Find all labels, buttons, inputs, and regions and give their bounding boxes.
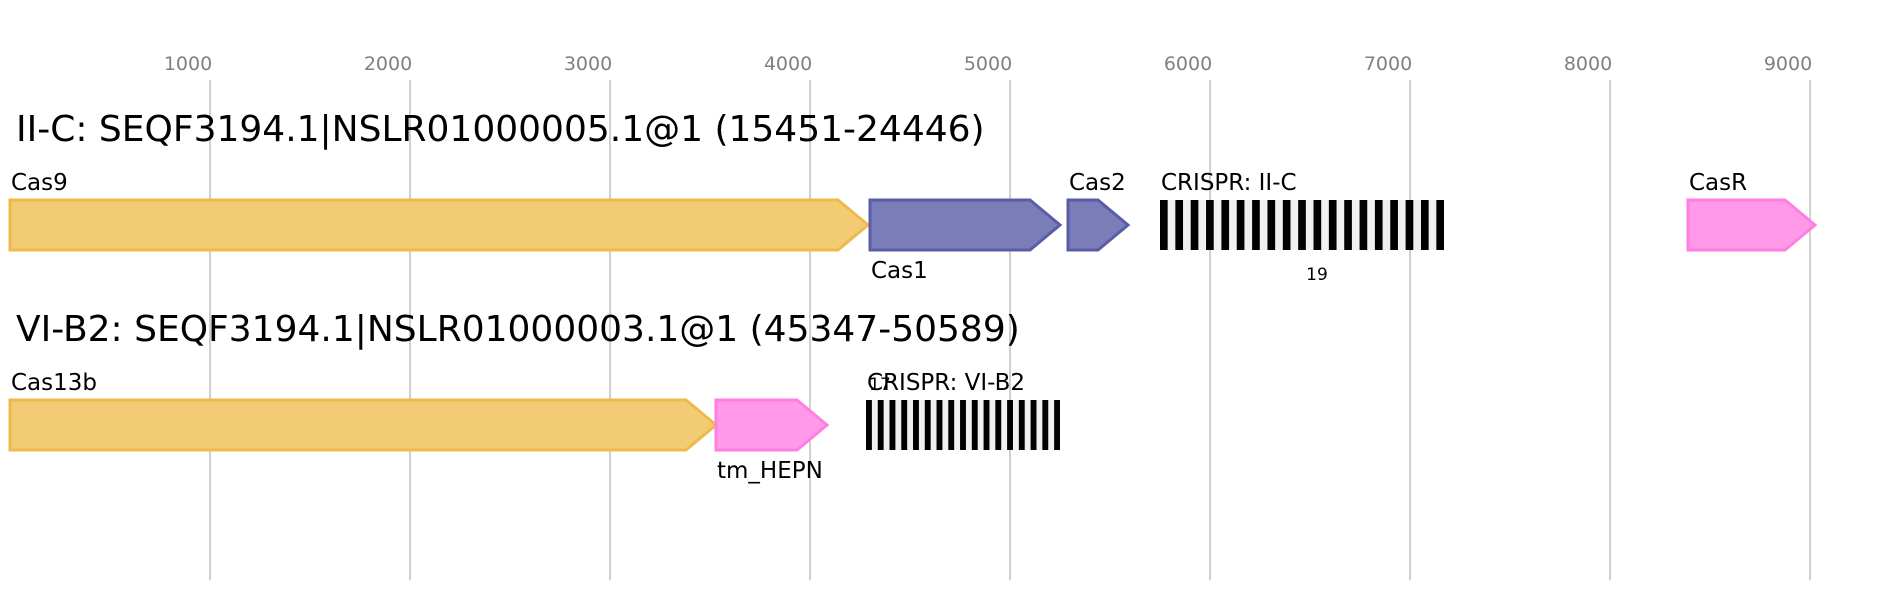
- crispr-repeat: [877, 400, 884, 450]
- crispr-repeat: [1221, 200, 1230, 250]
- crispr-repeat: [889, 400, 896, 450]
- gene-casr: CasR: [1686, 170, 1818, 252]
- crispr-repeat: [866, 400, 872, 450]
- gene-arrow: [868, 198, 1063, 252]
- crispr-repeat: [1390, 200, 1398, 250]
- crispr-repeat: [960, 400, 966, 450]
- gene-arrow: [1066, 198, 1131, 252]
- crispr-repeat: [948, 400, 955, 450]
- crispr-repeat: [1313, 200, 1322, 250]
- gene-arrow: [8, 198, 871, 252]
- crispr-repeat: [1328, 200, 1337, 250]
- feature-label: Cas2: [1069, 170, 1126, 196]
- crispr-repeat: [924, 400, 931, 450]
- crispr-repeat: [901, 400, 908, 450]
- tick-label: 8000: [1564, 53, 1612, 75]
- feature-label: Cas9: [11, 170, 68, 196]
- locus-row-vi-b2: VI-B2: SEQF3194.1|NSLR01000003.1@1 (4534…: [8, 309, 1060, 484]
- crispr-repeat: [913, 400, 919, 450]
- locus-title: VI-B2: SEQF3194.1|NSLR01000003.1@1 (4534…: [16, 309, 1020, 350]
- feature-label: CRISPR: VI-B2: [867, 370, 1025, 396]
- gene-tm-hepn: tm_HEPN: [714, 398, 830, 484]
- crispr-repeat: [1206, 200, 1214, 250]
- crispr-repeat: [1042, 400, 1049, 450]
- tick-label: 1000: [164, 53, 212, 75]
- feature-label: CRISPR: II-C: [1161, 170, 1297, 196]
- locus-row-ii-c: II-C: SEQF3194.1|NSLR01000005.1@1 (15451…: [8, 109, 1818, 285]
- crispr-repeat: [1374, 200, 1383, 250]
- tick-label: 2000: [364, 53, 412, 75]
- gene-cas13b: Cas13b: [8, 370, 719, 452]
- crispr-repeat: [1175, 200, 1184, 250]
- locus-title: II-C: SEQF3194.1|NSLR01000005.1@1 (15451…: [16, 109, 985, 150]
- gene-arrow: [1686, 198, 1818, 252]
- crispr-repeat: [1160, 200, 1168, 250]
- gene-cas1: Cas1: [868, 198, 1063, 284]
- feature-label: tm_HEPN: [717, 458, 823, 484]
- crispr-repeat: [936, 400, 943, 450]
- crispr-repeat: [971, 400, 978, 450]
- crispr-repeat: [1030, 400, 1037, 450]
- crispr-repeat: [1420, 200, 1429, 250]
- crispr-repeat: [1007, 400, 1013, 450]
- crispr-repeat: [983, 400, 990, 450]
- crispr-repeat: [1054, 400, 1060, 450]
- gene-arrow: [714, 398, 830, 452]
- tick-label: 7000: [1364, 53, 1412, 75]
- feature-label: Cas13b: [11, 370, 97, 396]
- crispr-repeat: [1252, 200, 1260, 250]
- crispr-repeat: [1282, 200, 1291, 250]
- crispr-repeat: [1236, 200, 1245, 250]
- feature-label: Cas1: [871, 258, 928, 284]
- gene-cas2: Cas2: [1066, 170, 1131, 252]
- tick-label: 5000: [964, 53, 1012, 75]
- crispr-repeat: [1298, 200, 1306, 250]
- crispr-repeat: [1344, 200, 1352, 250]
- tick-label: 3000: [564, 53, 612, 75]
- gene-arrow: [8, 398, 719, 452]
- tick-label: 4000: [764, 53, 812, 75]
- crispr-array: 19 CRISPR: II-C: [1160, 170, 1444, 285]
- axis-tick-labels: 1000 2000 3000 4000 5000 6000 7000 8000 9000: [164, 53, 1812, 75]
- crispr-repeat: [1436, 200, 1444, 250]
- gene-cas9: Cas9: [8, 170, 871, 252]
- crispr-repeat: [1267, 200, 1276, 250]
- crispr-repeat-count: 19: [1306, 265, 1328, 285]
- crispr-repeat: [995, 400, 1002, 450]
- crispr-repeat: [1359, 200, 1368, 250]
- crispr-repeat: [1190, 200, 1199, 250]
- axis-grid: [209, 80, 1811, 580]
- crispr-repeat: [1018, 400, 1025, 450]
- crispr-repeat-count: 17: [869, 375, 891, 395]
- tick-label: 9000: [1764, 53, 1812, 75]
- feature-label: CasR: [1689, 170, 1747, 196]
- crispr-repeat: [1405, 200, 1414, 250]
- tick-label: 6000: [1164, 53, 1212, 75]
